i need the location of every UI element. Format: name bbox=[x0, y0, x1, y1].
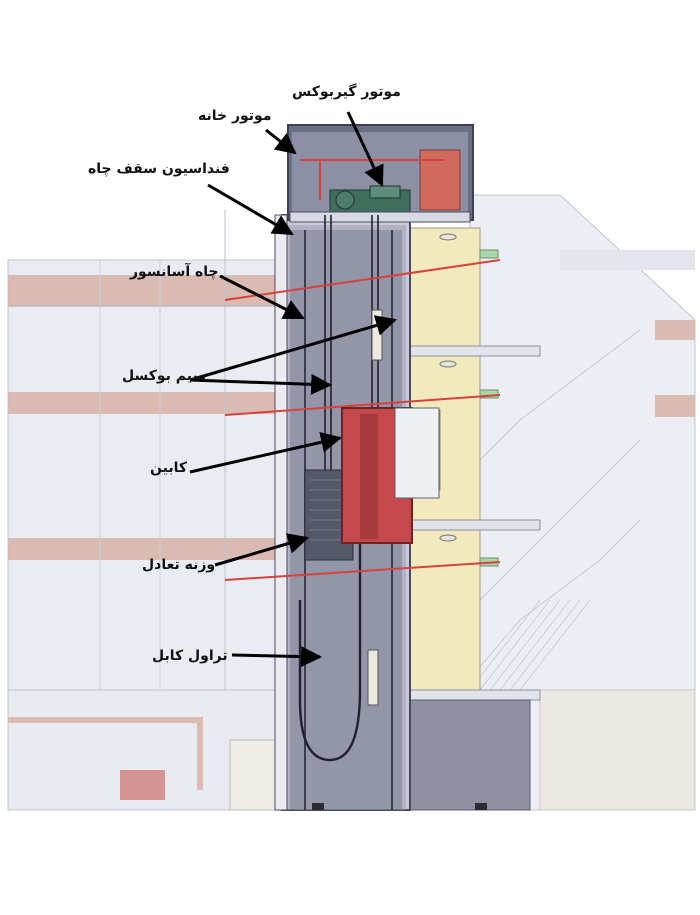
arrow-counterweight bbox=[214, 533, 310, 567]
pit-side-block bbox=[399, 699, 531, 811]
cabin-door-frame bbox=[394, 407, 440, 499]
arrow-machine-room bbox=[265, 128, 297, 155]
shaft-light-1 bbox=[371, 309, 383, 361]
buffer-right bbox=[475, 803, 487, 810]
arrow-shaft-ceiling bbox=[207, 183, 294, 236]
machine-room bbox=[287, 124, 474, 223]
arrow-traveling-cable bbox=[231, 646, 323, 668]
arrow-wire-rope-1 bbox=[189, 373, 333, 395]
label-wire-rope: سیم بوکسل bbox=[122, 368, 207, 384]
elevator-cabin bbox=[341, 407, 440, 544]
arrow-elevator-shaft bbox=[219, 274, 305, 320]
label-gearbox-motor: موتور گیربوکس bbox=[292, 84, 401, 100]
label-machine-room: موتور خانه bbox=[198, 108, 272, 124]
label-cabin: کابین bbox=[150, 460, 187, 476]
callout-arrows bbox=[189, 111, 398, 668]
buffer-left bbox=[312, 803, 324, 810]
floor-band-right-1 bbox=[655, 320, 695, 340]
floor-band-right-2 bbox=[655, 395, 695, 417]
floor-band-left-1 bbox=[8, 275, 283, 307]
pump-unit bbox=[120, 770, 165, 800]
label-counterweight: وزنه تعادل bbox=[142, 557, 216, 573]
arrow-gearbox-motor bbox=[346, 111, 384, 187]
arrow-cabin bbox=[189, 431, 343, 474]
arrow-wire-rope-2 bbox=[189, 315, 398, 382]
label-shaft-ceiling-foundation: فنداسیون سقف چاه bbox=[88, 161, 230, 177]
label-elevator-shaft: چاه آسانسور bbox=[130, 264, 219, 280]
building-left-wing bbox=[7, 210, 284, 811]
floor-band-left-3 bbox=[8, 538, 283, 560]
shaft-light-2 bbox=[367, 649, 379, 706]
red-lines bbox=[224, 259, 501, 581]
label-traveling-cable: تراول کابل bbox=[152, 648, 228, 664]
floor-band-left-2 bbox=[8, 392, 283, 414]
shaft-ceiling-slab bbox=[289, 211, 471, 223]
